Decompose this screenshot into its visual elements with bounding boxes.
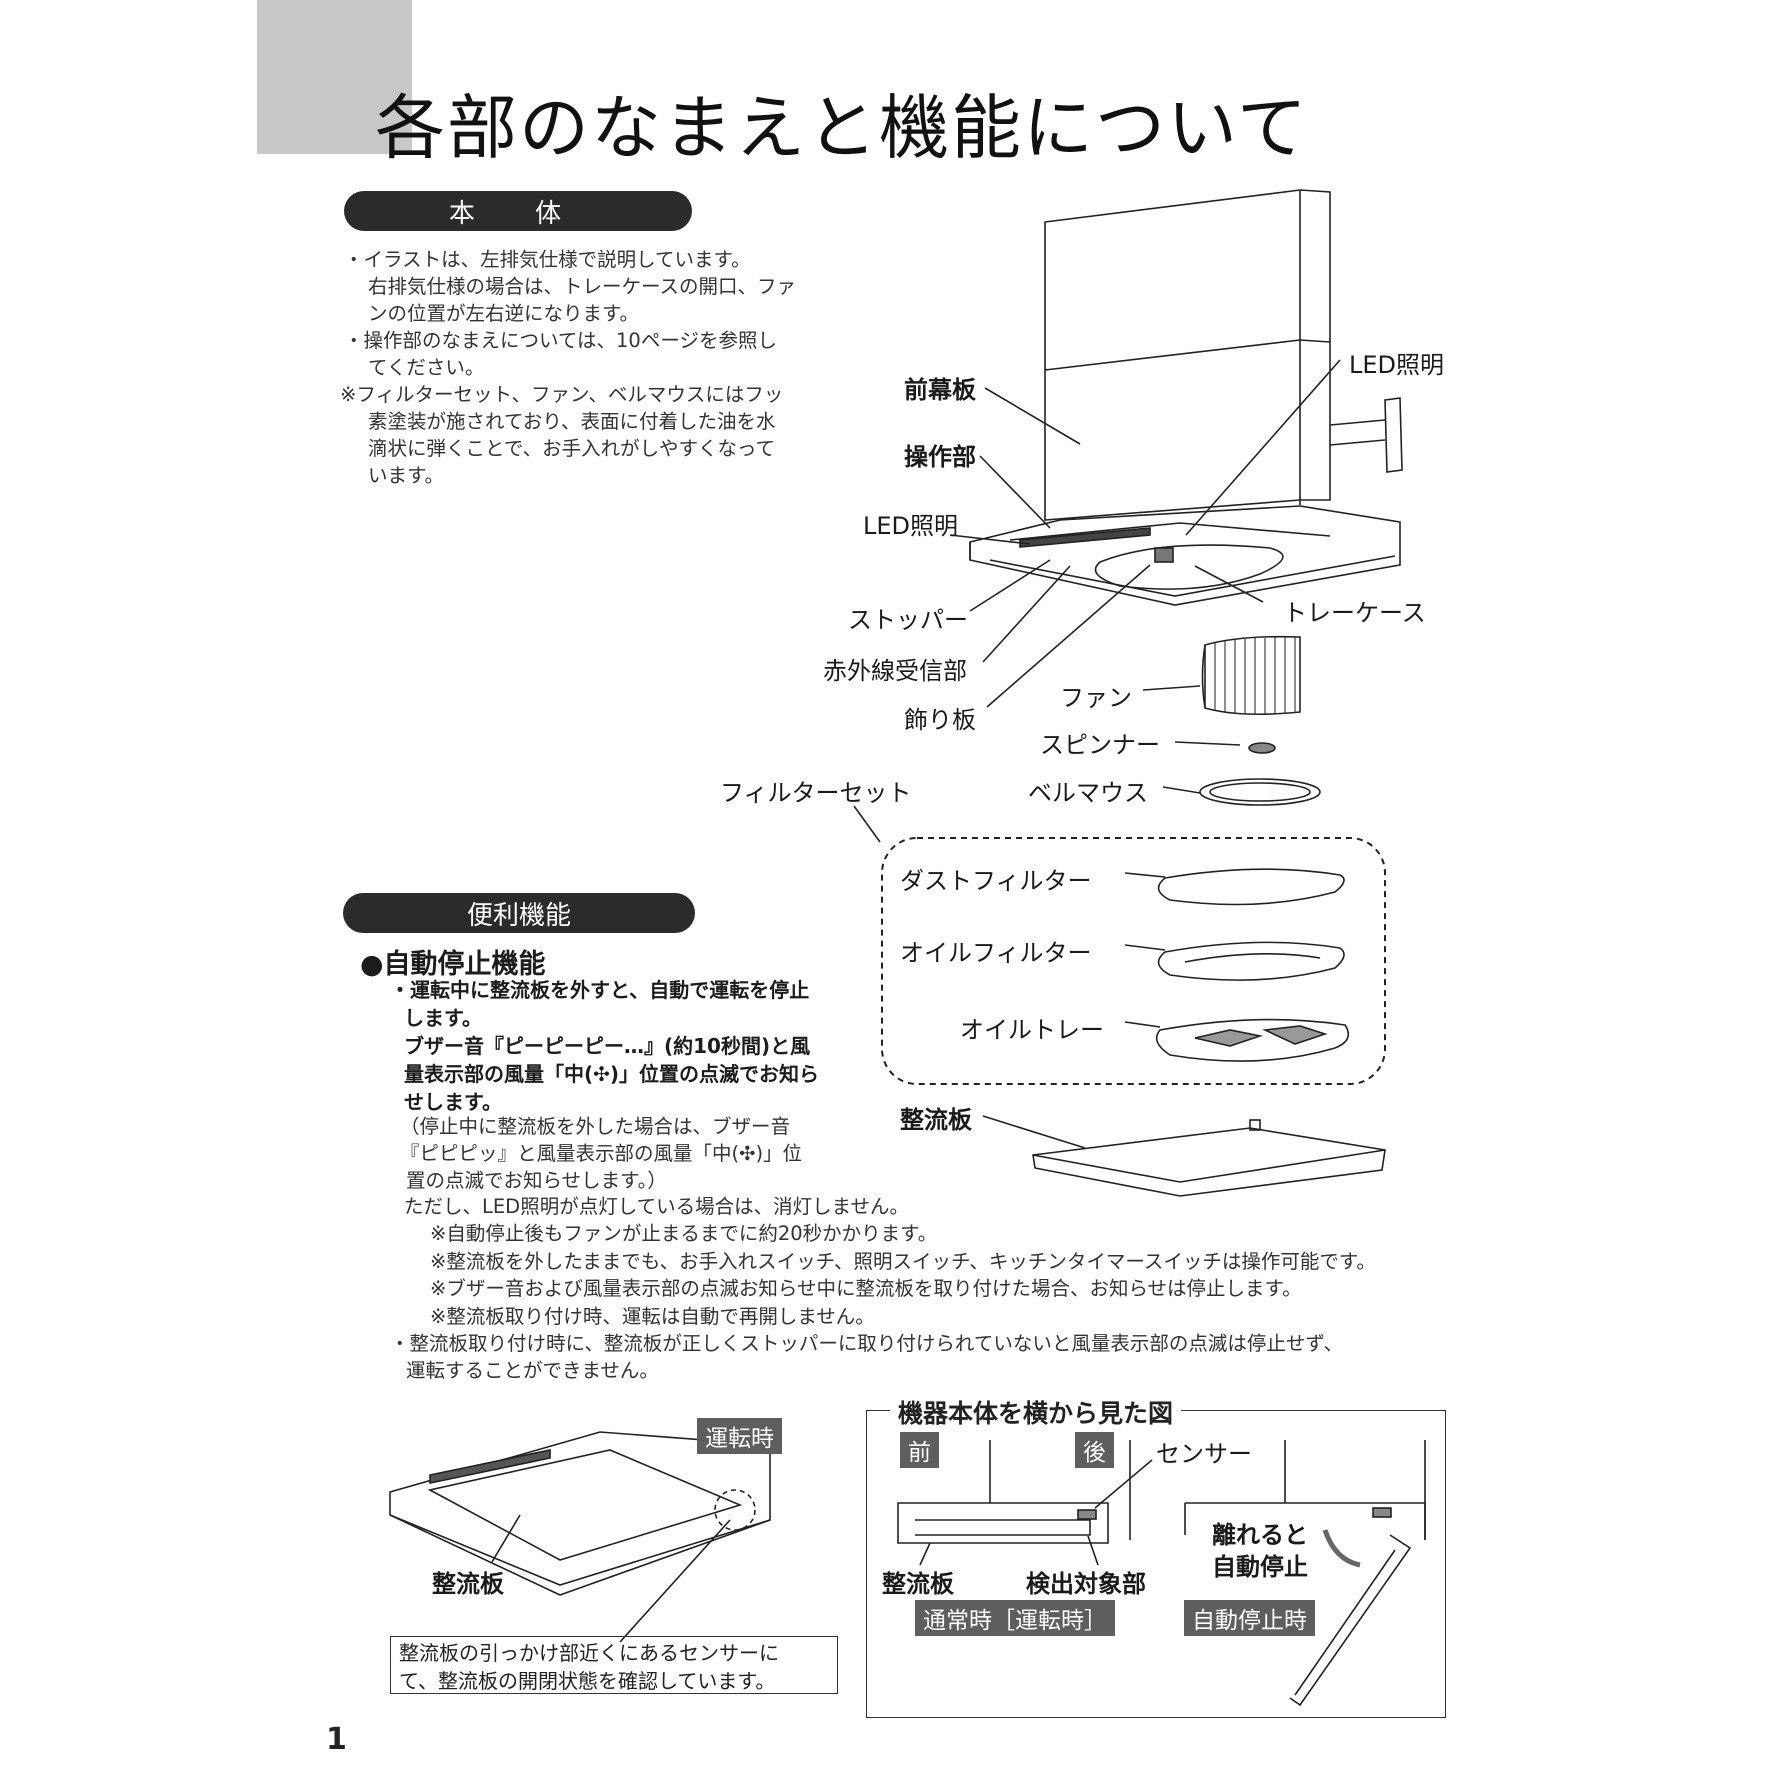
label-separate-2: 自動停止 — [1212, 1553, 1308, 1581]
label-side-rectifier: 整流板 — [882, 1570, 954, 1598]
label-led-left: LED照明 — [863, 512, 959, 540]
label-fan: ファン — [1060, 684, 1132, 712]
header-gray-tab — [257, 0, 412, 154]
note-line: ・操作部のなまえについては、10ページを参照し — [344, 329, 777, 352]
sensor-note-box: 整流板の引っかけ部近くにあるセンサーに て、整流板の開閉状態を確認しています。 — [390, 1636, 838, 1694]
text-line: 量表示部の風量「中(✣)」位置の点滅でお知ら — [404, 1062, 820, 1086]
auto-stop-plain-text: ただし、LED照明が点灯している場合は、消灯しません。 — [404, 1195, 910, 1218]
label-sensor: センサー — [1156, 1440, 1252, 1468]
text-line: 置の点滅でお知らせします。） — [406, 1169, 667, 1192]
label-oil-tray: オイルトレー — [960, 1016, 1104, 1044]
fan-blades — [1214, 637, 1296, 714]
stopper-note: ・整流板取り付け時に、整流板が正しくストッパーに取り付けられていないと風量表示部… — [390, 1330, 1343, 1384]
label-rectifier: 整流板 — [900, 1106, 972, 1134]
text-line: 整流板の引っかけ部近くにあるセンサーに — [399, 1641, 779, 1665]
auto-stop-bold-text: ・運転中に整流板を外すと、自動で運転を停止 します。 ブザー音『ピーピーピー…』… — [390, 976, 819, 1116]
side-view-title: 機器本体を横から見た図 — [890, 1394, 1182, 1430]
text-line: ※整流板取り付け時、運転は自動で再開しません。 — [430, 1304, 875, 1328]
label-rectifier-bottom: 整流板 — [432, 1570, 504, 1598]
auto-stop-heading: ●自動停止機能 — [360, 949, 546, 980]
text-line: 『ピピピッ』と風量表示部の風量「中(✣)」位 — [400, 1142, 803, 1165]
tag-auto-stop: 自動停止時 — [1184, 1600, 1315, 1636]
auto-stop-notes: ※自動停止後もファンが止まるまでに約20秒かかります。 ※整流板を外したままでも… — [430, 1220, 1376, 1330]
label-led-right: LED照明 — [1349, 351, 1445, 379]
text-line: ブザー音『ピーピーピー…』(約10秒間)と風 — [404, 1034, 811, 1058]
label-separate-1: 離れると — [1212, 1521, 1308, 1549]
hood-body — [969, 505, 1401, 606]
section-heading-body: 本 体 — [344, 191, 692, 231]
label-oil-filter: オイルフィルター — [900, 939, 1092, 967]
label-ir-receiver: 赤外線受信部 — [823, 657, 967, 685]
label-detect-target: 検出対象部 — [1026, 1570, 1146, 1598]
section-heading-features: 便利機能 — [343, 893, 695, 933]
label-filter-set: フィルターセット — [720, 779, 912, 807]
text-line: します。 — [404, 1006, 482, 1030]
note-line: 素塗装が施されており、表面に付着した油を水 — [368, 410, 776, 433]
text-line: ※ブザー音および風量表示部の点滅お知らせ中に整流板を取り付けた場合、お知らせは停… — [430, 1277, 1302, 1300]
rectifier-plate — [1032, 1127, 1386, 1197]
body-notes: ・イラストは、左排気仕様で説明しています。 右排気仕様の場合は、トレーケースの開… — [340, 246, 797, 489]
tag-running: 運転時 — [697, 1418, 782, 1454]
note-line: ンの位置が左右逆になります。 — [368, 302, 640, 325]
hood-duct — [1044, 189, 1331, 521]
label-spinner: スピンナー — [1040, 731, 1160, 759]
text-line: ※自動停止後もファンが止まるまでに約20秒かかります。 — [430, 1222, 938, 1245]
note-line: 右排気仕様の場合は、トレーケースの開口、ファ — [368, 275, 797, 298]
label-control: 操作部 — [904, 443, 976, 471]
text-line: ・運転中に整流板を外すと、自動で運転を停止 — [390, 978, 810, 1002]
label-stopper: ストッパー — [848, 606, 968, 634]
note-line: ※フィルターセット、ファン、ベルマウスにはフッ — [340, 383, 784, 406]
tag-rear: 後 — [1075, 1432, 1114, 1468]
note-line: います。 — [368, 464, 445, 487]
tag-normal: 通常時［運転時］ — [915, 1600, 1115, 1636]
text-line: 運転することができません。 — [406, 1359, 659, 1382]
note-line: ・イラストは、左排気仕様で説明しています。 — [344, 248, 751, 271]
label-tray-case: トレーケース — [1283, 599, 1426, 627]
note-line: 滴状に弾くことで、お手入れがしやすくなって — [368, 437, 775, 460]
tag-front: 前 — [900, 1432, 939, 1468]
text-line: ※整流板を外したままでも、お手入れスイッチ、照明スイッチ、キッチンタイマースイッ… — [430, 1249, 1376, 1273]
auto-stop-paren-text: （停止中に整流板を外した場合は、ブザー音 『ピピピッ』と風量表示部の風量「中(✣… — [400, 1113, 802, 1194]
label-bellmouth: ベルマウス — [1028, 779, 1148, 807]
label-dust-filter: ダストフィルター — [900, 867, 1092, 895]
text-line: て、整流板の開閉状態を確認しています。 — [399, 1669, 776, 1693]
text-line: せします。 — [404, 1090, 502, 1114]
note-line: てください。 — [368, 356, 485, 379]
label-deco-plate: 飾り板 — [904, 706, 976, 734]
label-front-panel: 前幕板 — [904, 376, 976, 404]
text-line: ・整流板取り付け時に、整流板が正しくストッパーに取り付けられていないと風量表示部… — [390, 1332, 1343, 1355]
page-title: 各部のなまえと機能について — [375, 87, 1309, 169]
page-number: 1 — [326, 1722, 347, 1757]
text-line: （停止中に整流板を外した場合は、ブザー音 — [400, 1115, 791, 1138]
fan-drum — [1204, 635, 1301, 716]
